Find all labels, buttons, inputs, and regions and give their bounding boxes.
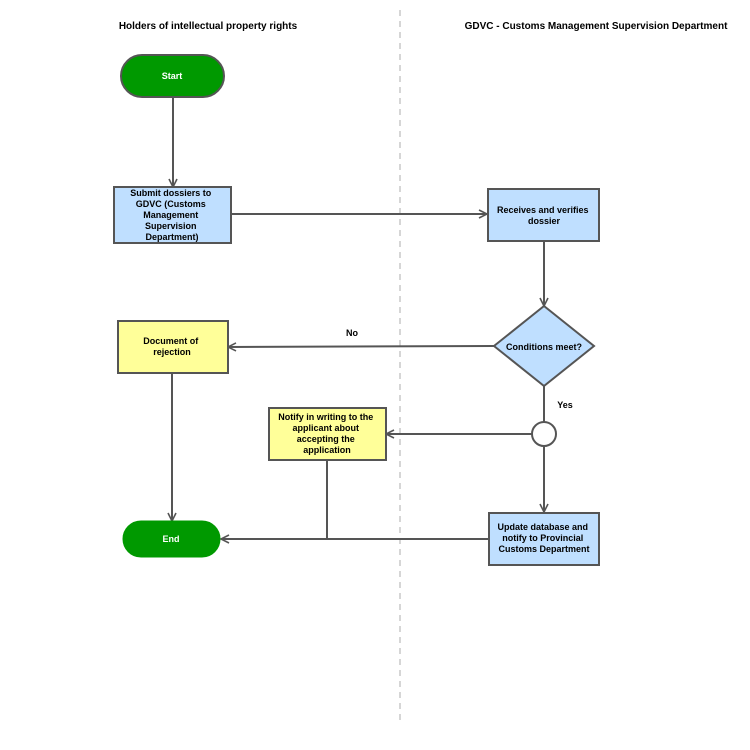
submit-dossiers-node: Submit dossiers to GDVC (Customs Managem… (113, 186, 232, 244)
receive-verify-label: Receives and verifies dossier (497, 205, 591, 226)
submit-dossiers-label: Submit dossiers to GDVC (Customs Managem… (130, 188, 214, 242)
conditions-decision-node: Conditions meet? (492, 304, 596, 388)
notify-node: Notify in writing to the applicant about… (268, 407, 387, 461)
rejection-label: Document of rejection (143, 336, 201, 357)
rejection-node: Document of rejection (117, 320, 229, 374)
start-label: Start (162, 71, 183, 81)
end-node: End (122, 520, 221, 558)
edge-label-yes: Yes (557, 400, 573, 410)
start-node: Start (120, 54, 225, 98)
conditions-decision-label: Conditions meet? (506, 342, 582, 352)
lane-title-right: GDVC - Customs Management Supervision De… (465, 21, 728, 32)
edge-label-no: No (346, 328, 358, 338)
update-database-label: Update database and notify to Provincial… (497, 522, 590, 554)
junction-circle (531, 421, 557, 447)
update-database-node: Update database and notify to Provincial… (488, 512, 600, 566)
lane-title-left: Holders of intellectual property rights (119, 21, 298, 32)
edge-decision-rejection (228, 346, 495, 347)
notify-label: Notify in writing to the applicant about… (278, 412, 376, 455)
end-label: End (163, 534, 180, 544)
receive-verify-node: Receives and verifies dossier (487, 188, 600, 242)
